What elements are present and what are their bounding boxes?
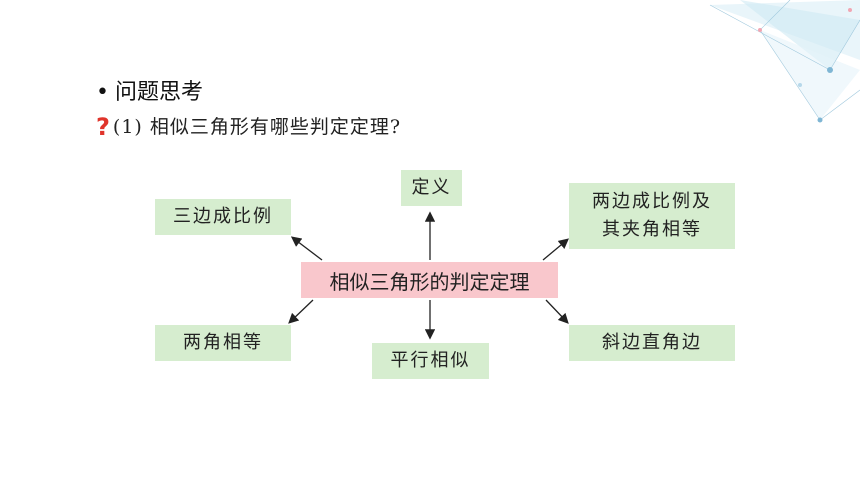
- question-text: (1) 相似三角形有哪些判定定理?: [112, 116, 402, 138]
- question-mark-icon: ?: [96, 113, 111, 141]
- node-parallel: 平行相似: [372, 343, 489, 379]
- node-sas: 两边成比例及 其夹角相等: [569, 183, 735, 249]
- node-hl: 斜边直角边: [569, 325, 735, 361]
- node-sss: 三边成比例: [155, 199, 291, 235]
- node-sas-line2: 其夹角相等: [602, 219, 702, 240]
- arrow-to-aa: [288, 299, 314, 324]
- node-sas-line1: 两边成比例及: [592, 191, 712, 212]
- section-heading: •问题思考: [96, 74, 203, 106]
- bullet-point: •: [96, 80, 109, 105]
- center-node: 相似三角形的判定定理: [301, 262, 558, 298]
- node-aa: 两角相等: [155, 325, 291, 361]
- corner-decoration: [709, 0, 860, 123]
- arrow-to-sas: [542, 238, 569, 261]
- arrow-to-sss: [290, 236, 323, 261]
- arrow-to-hl: [545, 299, 569, 324]
- question-line: ?(1) 相似三角形有哪些判定定理?: [96, 112, 401, 141]
- heading-text: 问题思考: [114, 80, 203, 105]
- node-definition: 定义: [401, 170, 462, 206]
